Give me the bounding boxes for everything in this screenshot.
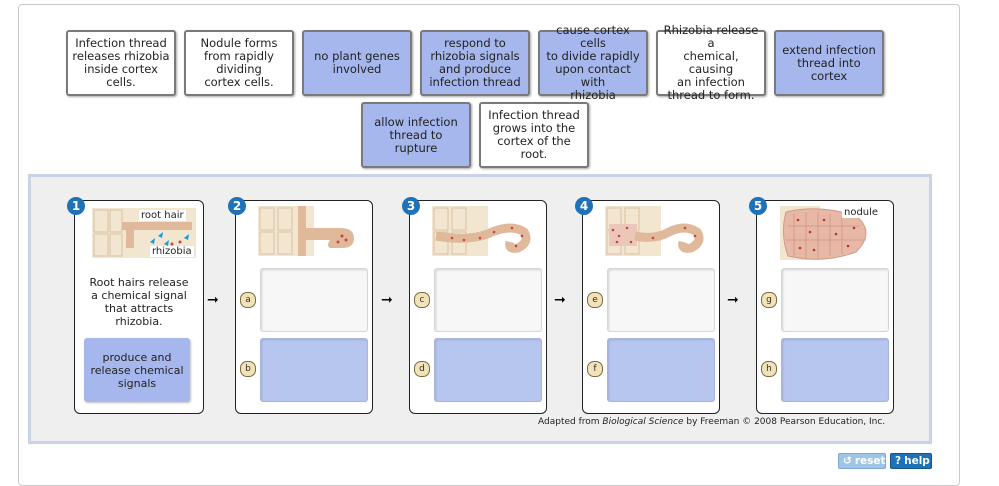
drop-target-a[interactable] — [260, 268, 368, 332]
target-letter-g: g — [761, 292, 777, 308]
step-4-badge: 4 — [575, 197, 593, 215]
label-extend-infection-thread[interactable]: extend infection thread into cortex — [774, 30, 884, 96]
step-3-illustration — [432, 206, 531, 256]
rhizobia-label: rhizobia — [150, 246, 194, 257]
drop-target-d[interactable] — [434, 338, 542, 402]
step-3-badge: 3 — [402, 197, 420, 215]
arrow-2-3: ➞ — [381, 292, 393, 308]
step-5-badge: 5 — [749, 197, 767, 215]
target-letter-e: e — [587, 292, 603, 308]
target-letter-a: a — [240, 292, 256, 308]
step-2-badge: 2 — [228, 197, 246, 215]
drop-target-b[interactable] — [260, 338, 368, 402]
help-icon: ? — [895, 455, 902, 467]
label-infection-thread-grows[interactable]: Infection thread grows into the cortex o… — [479, 102, 589, 168]
label-respond-to-signals[interactable]: respond to rhizobia signals and produce … — [420, 30, 530, 96]
arrow-4-5: ➞ — [727, 292, 739, 308]
label-rhizobia-release-chemical[interactable]: Rhizobia release a chemical, causing an … — [656, 24, 766, 102]
label-infection-thread-releases[interactable]: Infection thread releases rhizobia insid… — [66, 30, 176, 96]
drop-target-g[interactable] — [781, 268, 889, 332]
step-2-illustration — [258, 206, 354, 256]
label-cause-cortex-cells[interactable]: cause cortex cells to divide rapidly upo… — [538, 24, 648, 102]
credit-line: Adapted from Biological Science by Freem… — [538, 417, 886, 427]
arrow-3-4: ➞ — [554, 292, 566, 308]
label-allow-rupture[interactable]: allow infection thread to rupture — [361, 102, 471, 168]
drop-target-e[interactable] — [607, 268, 715, 332]
target-letter-c: c — [414, 292, 430, 308]
arrow-1-2: ➞ — [207, 292, 219, 308]
label-nodule-forms[interactable]: Nodule forms from rapidly dividing corte… — [184, 30, 294, 96]
reset-button[interactable]: ↺reset — [838, 453, 886, 469]
drop-target-h[interactable] — [781, 338, 889, 402]
help-button[interactable]: ?help — [890, 453, 932, 469]
nodule-label: nodule — [842, 207, 881, 218]
step-1-answer: produce and release chemical signals — [84, 338, 190, 402]
step-1-description: Root hairs release a chemical signal tha… — [89, 276, 189, 328]
root-hair-illustration — [92, 208, 196, 258]
drop-target-f[interactable] — [607, 338, 715, 402]
target-letter-b: b — [240, 361, 256, 377]
drop-target-c[interactable] — [434, 268, 542, 332]
step-1-badge: 1 — [67, 197, 85, 215]
nodule-illustration — [780, 206, 867, 260]
target-letter-h: h — [761, 361, 777, 377]
reset-icon: ↺ — [843, 455, 852, 467]
target-letter-f: f — [587, 361, 603, 377]
step-4-illustration — [605, 206, 704, 256]
label-no-plant-genes[interactable]: no plant genes involved — [302, 30, 412, 96]
root-hair-label: root hair — [139, 210, 186, 221]
target-letter-d: d — [414, 361, 430, 377]
